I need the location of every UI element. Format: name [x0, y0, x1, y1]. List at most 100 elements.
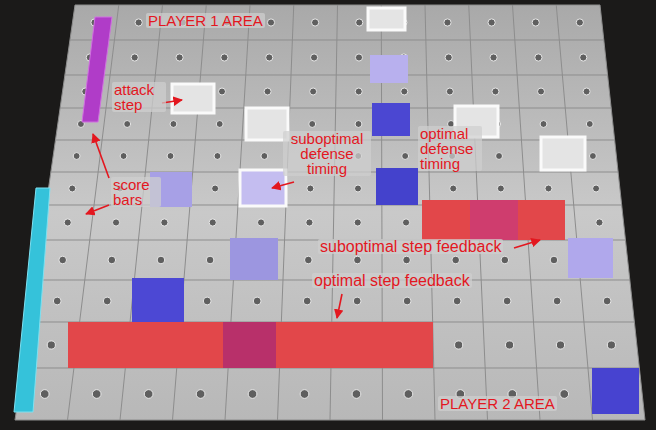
defense-tile [230, 238, 278, 280]
sensor-dot [248, 390, 257, 399]
tile-grid [15, 5, 645, 420]
leader-arrow [93, 134, 109, 178]
sensor-dot [219, 88, 226, 95]
sensor-dot [170, 121, 177, 128]
sensor-dot [501, 256, 509, 264]
sensor-dot [404, 390, 413, 399]
sensor-dot [505, 341, 513, 349]
attack-tile [368, 8, 405, 30]
sensor-dot [203, 297, 211, 305]
annotation-label: score bars [111, 177, 161, 207]
sensor-dot [553, 297, 561, 305]
annotation-label: suboptimal defense timing [283, 131, 371, 176]
sensor-dot [550, 256, 558, 264]
attack-tile [246, 108, 288, 140]
sensor-dot [402, 219, 409, 226]
sensor-dot [120, 153, 127, 160]
sensor-dot [309, 121, 316, 128]
sensor-dot [264, 88, 271, 95]
sensor-dot [312, 19, 319, 26]
grid-line [15, 5, 75, 420]
defense-tile [240, 170, 286, 206]
sensor-dot [108, 256, 116, 264]
sensor-dot [402, 153, 409, 160]
sensor-dot [59, 256, 67, 264]
sensor-dot [92, 390, 101, 399]
score-bar [82, 17, 112, 122]
sensor-dot [545, 185, 552, 192]
floor-surface [15, 5, 645, 420]
leader-arrow [514, 240, 540, 248]
feedback-tile [470, 200, 518, 240]
sensor-dot [253, 297, 261, 305]
lit-tiles [14, 8, 639, 414]
sensor-dot [538, 88, 545, 95]
score-bar [14, 188, 50, 412]
sensor-dot [103, 297, 111, 305]
annotation-label: attack step [112, 82, 166, 112]
sensor-dot [576, 19, 583, 26]
sensor-dot [354, 219, 361, 226]
sensor-dot [352, 390, 361, 399]
sensor-dot [69, 185, 76, 192]
sensor-dot [73, 153, 80, 160]
sensor-dot [593, 185, 600, 192]
sensor-dot [453, 297, 461, 305]
sensor-dot [586, 121, 593, 128]
sensor-dot [488, 19, 495, 26]
sensor-dot [216, 121, 223, 128]
sensor-dot [401, 88, 408, 95]
defense-tile [592, 368, 639, 414]
attack-tile [172, 84, 214, 113]
sensor-dot [444, 19, 451, 26]
sensor-dot [261, 153, 268, 160]
sensor-dot [403, 256, 411, 264]
sensor-dot [497, 185, 504, 192]
sensor-dot [310, 88, 317, 95]
area-label: PLAYER 1 AREA [146, 13, 265, 28]
sensor-dot [355, 121, 362, 128]
feedback-band [422, 200, 565, 240]
sensor-dot [492, 88, 499, 95]
sensor-dot [540, 121, 547, 128]
sensor-dot [355, 88, 362, 95]
sensor-dot [603, 297, 611, 305]
sensor-dot [214, 153, 221, 160]
sensor-dot [596, 219, 603, 226]
sensor-dot [53, 297, 61, 305]
annotation-label: optimal defense timing [418, 126, 482, 171]
sensor-dot [157, 256, 165, 264]
defense-tile [132, 278, 184, 326]
sensor-dot [589, 153, 596, 160]
defense-tile [376, 168, 418, 205]
sensor-dot [403, 297, 411, 305]
sensor-dot [300, 390, 309, 399]
sensor-dot [535, 54, 542, 61]
sensor-dot [212, 185, 219, 192]
leader-arrow [86, 205, 109, 214]
sensor-dot [131, 54, 138, 61]
sensor-dot [257, 219, 264, 226]
sensor-dot [490, 54, 497, 61]
sensor-dot [445, 54, 452, 61]
sensor-dot [450, 185, 457, 192]
sensor-dot [446, 88, 453, 95]
sensor-dot [354, 256, 362, 264]
area-label: PLAYER 2 AREA [438, 396, 557, 411]
leader-arrow [337, 294, 342, 318]
sensor-dot [353, 297, 361, 305]
sensor-dot [196, 390, 205, 399]
sensor-dot [40, 390, 49, 399]
sensor-dot [556, 341, 564, 349]
sensor-dot [496, 153, 503, 160]
sensor-dot [161, 219, 168, 226]
annotation-label: suboptimal step feedback [318, 239, 503, 254]
defense-tile [568, 238, 613, 278]
feedback-tile [223, 322, 276, 368]
feedback-band [68, 322, 433, 368]
annotation-label: optimal step feedback [312, 273, 472, 288]
sensor-dot [209, 219, 216, 226]
